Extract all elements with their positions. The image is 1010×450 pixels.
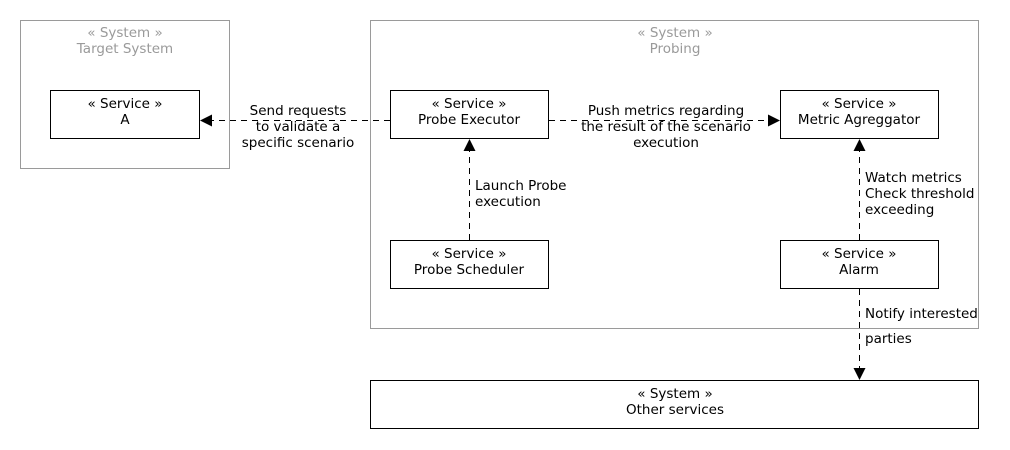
service-alarm-name: Alarm <box>839 262 879 278</box>
edge-push-metrics-label-2: the result of the scenario <box>581 119 751 135</box>
edge-send-requests-label-3: specific scenario <box>242 135 354 151</box>
edge-send-requests: Send requests to validate a specific sce… <box>200 103 390 151</box>
edge-launch-probe-label-1: Launch Probe <box>475 178 566 194</box>
service-metric-aggregator-box <box>780 90 939 139</box>
service-metric-aggregator-name: Metric Agreggator <box>798 112 921 128</box>
system-other-services-name: Other services <box>626 402 724 418</box>
edge-launch-probe-label-2: execution <box>475 194 541 210</box>
service-a-name: A <box>120 112 130 128</box>
edge-launch-probe: Launch Probe execution <box>463 139 566 240</box>
service-alarm: « Service » Alarm <box>780 240 939 289</box>
system-target-stereotype: « System » <box>87 25 162 41</box>
edge-watch-metrics-label-2: Check threshold <box>865 186 974 202</box>
service-probe-executor-name: Probe Executor <box>418 112 521 128</box>
edge-notify-arrowhead <box>853 368 866 380</box>
system-other-services-box <box>370 380 979 429</box>
service-probe-executor: « Service » Probe Executor <box>390 90 549 139</box>
service-alarm-box <box>780 240 939 289</box>
service-metric-aggregator: « Service » Metric Agreggator <box>780 90 939 139</box>
edge-send-requests-label-2: to validate a <box>256 119 341 135</box>
service-probe-scheduler-name: Probe Scheduler <box>414 262 525 278</box>
system-target-name: Target System <box>76 41 173 57</box>
service-probe-scheduler-stereotype: « Service » <box>432 246 507 262</box>
service-alarm-stereotype: « Service » <box>822 246 897 262</box>
system-other-services: « System » Other services <box>370 380 979 429</box>
system-probing-name: Probing <box>650 41 701 57</box>
service-probe-scheduler-box <box>390 240 549 289</box>
service-probe-executor-box <box>390 90 549 139</box>
service-metric-aggregator-stereotype: « Service » <box>822 96 897 112</box>
edge-push-metrics-label-1: Push metrics regarding <box>588 103 744 119</box>
edge-send-requests-arrowhead <box>200 114 212 127</box>
edge-notify: Notify interested parties <box>853 289 978 380</box>
edge-send-requests-label-1: Send requests <box>250 103 347 119</box>
edge-notify-label-1: Notify interested <box>865 306 978 322</box>
service-a-stereotype: « Service » <box>88 96 163 112</box>
edge-watch-metrics-label-1: Watch metrics <box>865 170 962 186</box>
edge-notify-label-2: parties <box>865 331 912 347</box>
service-probe-scheduler: « Service » Probe Scheduler <box>390 240 549 289</box>
service-a: « Service » A <box>50 90 200 139</box>
edge-push-metrics-label-3: execution <box>633 135 699 151</box>
system-other-services-stereotype: « System » <box>637 386 712 402</box>
edge-watch-metrics-label-3: exceeding <box>865 202 934 218</box>
edge-push-metrics: Push metrics regarding the result of the… <box>549 103 780 151</box>
service-a-box <box>50 90 200 139</box>
system-probing-stereotype: « System » <box>637 25 712 41</box>
edge-push-metrics-arrowhead <box>768 114 780 127</box>
edge-watch-metrics: Watch metrics Check threshold exceeding <box>853 139 974 240</box>
edge-launch-probe-arrowhead <box>463 139 476 151</box>
service-probe-executor-stereotype: « Service » <box>432 96 507 112</box>
edge-watch-metrics-arrowhead <box>853 139 866 151</box>
